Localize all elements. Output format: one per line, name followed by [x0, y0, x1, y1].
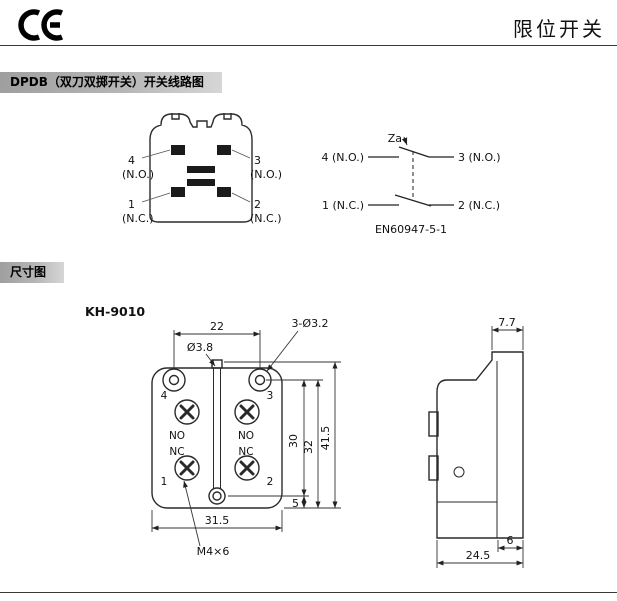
terminal-1-number: 1 [128, 198, 135, 211]
terminal-leader-lines [141, 149, 251, 203]
front-no-right: NO [238, 430, 254, 442]
dim-center-hole: Ø3.8 [187, 341, 213, 354]
circuit-schematic: 4 (N.O.) 3 (N.O.) 1 (N.C.) 2 (N.C.) Za E… [321, 132, 500, 236]
front-terminal-3: 3 [267, 390, 274, 402]
front-view-outline [151, 359, 283, 509]
dim-screw-spec: M4×6 [197, 545, 230, 558]
terminal-4-type: (N.O.) [122, 168, 154, 181]
side-dimension-labels: 7.7 6 24.5 [466, 316, 516, 562]
terminal-3-number: 3 [254, 154, 261, 167]
front-terminal-1: 1 [161, 476, 168, 488]
side-dimension-lines [436, 326, 524, 568]
dim-width: 31.5 [205, 514, 230, 527]
dim-30: 30 [287, 434, 300, 448]
ce-logo-icon [18, 9, 64, 41]
page-title: 限位开关 [513, 17, 605, 41]
actuation-arrow-icon [401, 136, 408, 146]
terminal-2-number: 2 [254, 198, 261, 211]
front-terminal-4: 4 [161, 390, 168, 402]
circuit-terminal-4: 4 (N.O.) [321, 151, 364, 164]
wiring-diagram: 4 (N.O.) 3 (N.O.) 1 (N.C.) 2 (N.C.) 4 (N… [122, 113, 501, 236]
standard-number: EN60947-5-1 [375, 223, 447, 236]
front-nc-left: NC [169, 446, 184, 458]
front-terminal-2: 2 [267, 476, 274, 488]
front-no-left: NO [169, 430, 185, 442]
front-dimension-labels: 22 Ø3.8 3-Ø3.2 30 5 32 41.5 31.5 M4×6 [187, 317, 332, 558]
actuator-label: Za [388, 132, 402, 145]
dim-mount-holes: 3-Ø3.2 [291, 317, 328, 330]
footer-divider [0, 592, 617, 593]
terminal-screws [174, 399, 260, 481]
model-number: KH-9010 [85, 304, 145, 319]
dim-foot: 6 [507, 534, 514, 547]
dim-depth: 24.5 [466, 549, 491, 562]
terminal-4-number: 4 [128, 154, 135, 167]
terminal-2-type: (N.C.) [250, 212, 282, 225]
circuit-terminal-3: 3 (N.O.) [458, 151, 501, 164]
front-dimension-lines [151, 330, 341, 547]
dim-top-width: 7.7 [498, 316, 516, 329]
switch-top-view-outline [149, 113, 253, 223]
dimension-drawing: KH-9010 [85, 304, 524, 568]
switch-terminal-labels: 4 (N.O.) 3 (N.O.) 1 (N.C.) 2 (N.C.) [122, 154, 282, 225]
dim-41-5: 41.5 [319, 426, 332, 451]
side-view-outline [428, 351, 524, 539]
dim-hole-spacing: 22 [210, 320, 224, 333]
front-nc-right: NC [238, 446, 253, 458]
dim-32: 32 [302, 440, 315, 454]
dim-5: 5 [292, 497, 299, 510]
switch-terminal-contacts [171, 145, 231, 197]
wiring-section-header: DPDB（双刀双掷开关）开关线路图 [0, 72, 222, 93]
terminal-1-type: (N.C.) [122, 212, 154, 225]
terminal-3-type: (N.O.) [250, 168, 282, 181]
circuit-terminal-1: 1 (N.C.) [322, 199, 364, 212]
circuit-terminal-2: 2 (N.C.) [458, 199, 500, 212]
front-view-labels: 4 3 NO NO NC NC 1 2 [161, 390, 274, 488]
dimension-section-header: 尺寸图 [0, 262, 65, 283]
header-divider [0, 45, 617, 46]
